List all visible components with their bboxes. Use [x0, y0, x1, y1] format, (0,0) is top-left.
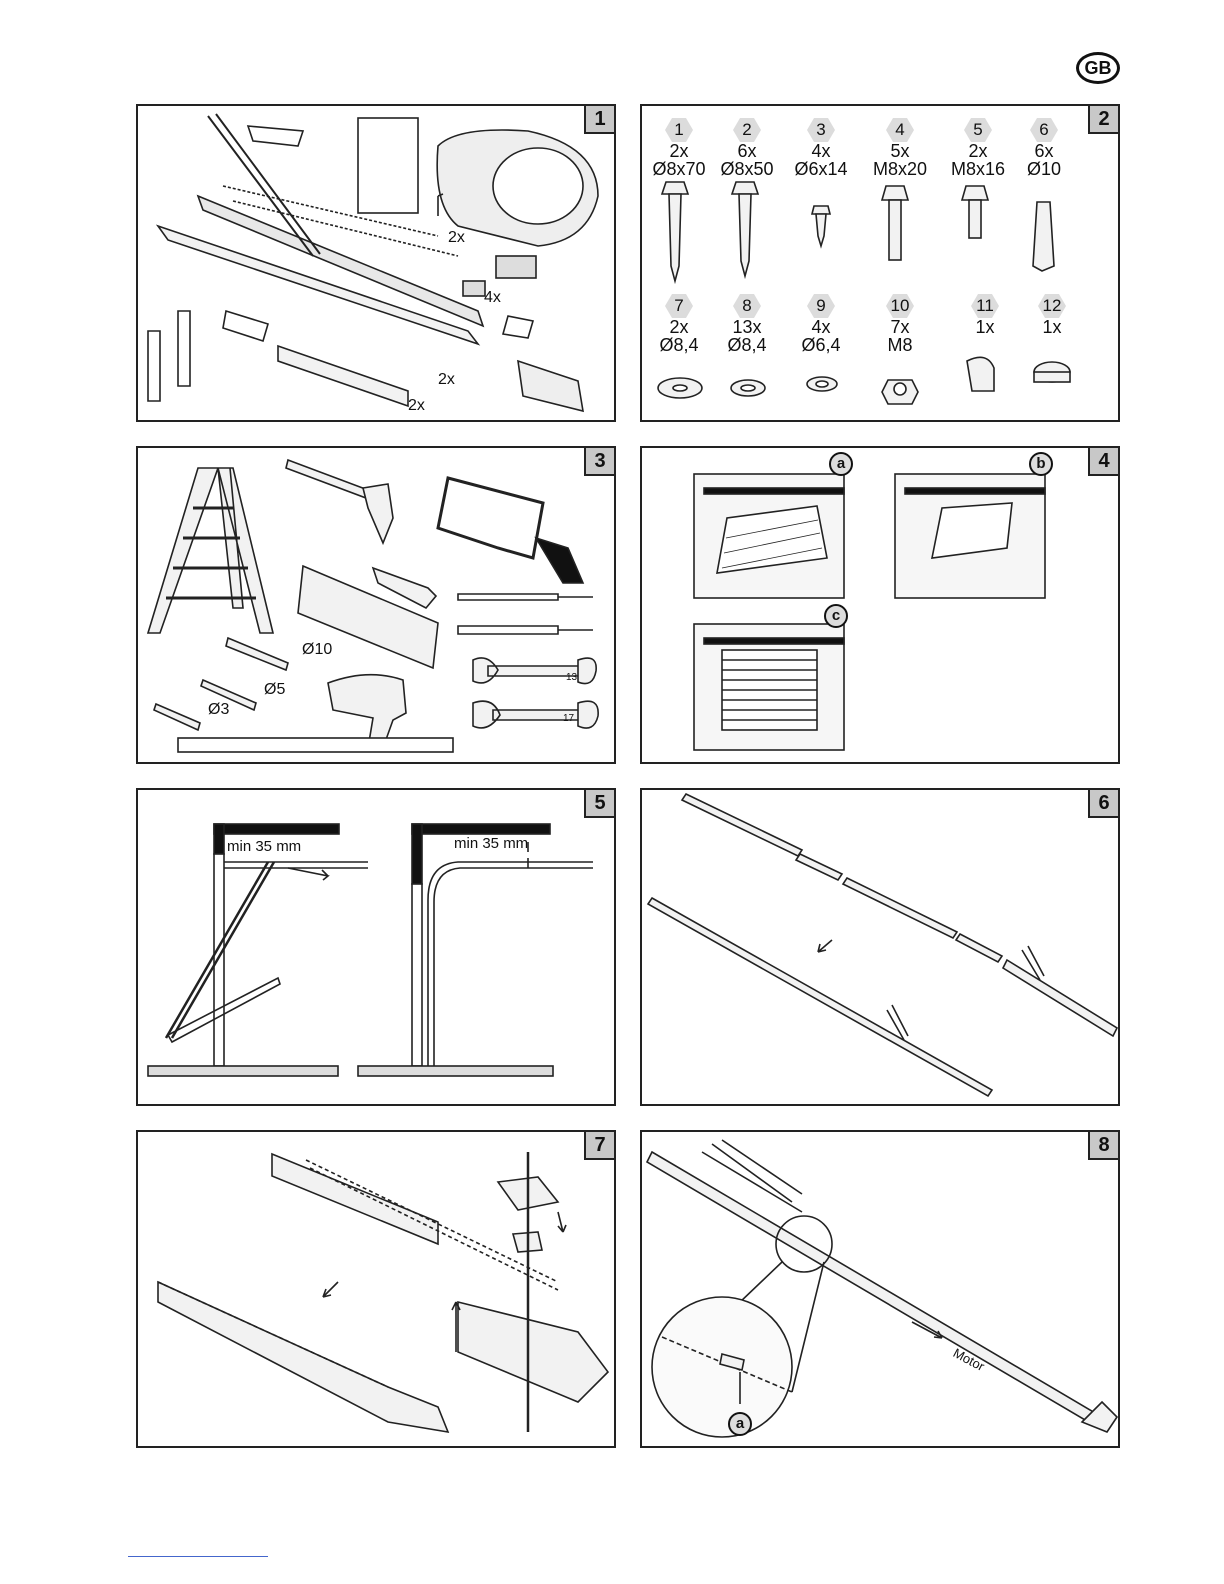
item-number: 11	[971, 294, 999, 318]
item-number: 8	[733, 294, 761, 318]
item-size: Ø8x50	[707, 160, 787, 178]
item-qty: 7x	[860, 318, 940, 336]
drill-size-label: Ø3	[208, 702, 229, 718]
clearance-label: min 35 mm	[227, 839, 301, 855]
item-qty: 5x	[860, 142, 940, 160]
item-number: 5	[964, 118, 992, 142]
door-types-illustration	[642, 448, 1120, 764]
qty-label: 2x	[438, 372, 455, 388]
item-qty: 1x	[1012, 318, 1092, 336]
item-qty: 4x	[781, 318, 861, 336]
drill-size-label: Ø5	[264, 682, 285, 698]
chain-detail-illustration	[642, 1132, 1120, 1448]
panel-5-clearance: 5 min 35 mm min 35 mm	[136, 788, 616, 1106]
language-badge: GB	[1076, 52, 1120, 84]
footer-link[interactable]	[128, 1556, 268, 1557]
hardware-item: 8 13x Ø8,4	[707, 294, 787, 354]
hardware-item: 2 6x Ø8x50	[707, 118, 787, 178]
item-qty: 6x	[1004, 142, 1084, 160]
panel-8-chain-detail: 8 a Motor	[640, 1130, 1120, 1448]
item-size: Ø8,4	[707, 336, 787, 354]
hardware-item: 3 4x Ø6x14	[781, 118, 861, 178]
item-number: 6	[1030, 118, 1058, 142]
item-number: 7	[665, 294, 693, 318]
clearance-illustration	[138, 790, 616, 1106]
qty-label: 2x	[448, 230, 465, 246]
item-number: 10	[886, 294, 914, 318]
variant-label: b	[1029, 452, 1053, 476]
panel-6-rail-assembly: 6	[640, 788, 1120, 1106]
variant-label: a	[829, 452, 853, 476]
qty-label: 2x	[408, 398, 425, 414]
item-number: 9	[807, 294, 835, 318]
item-size: Ø6x14	[781, 160, 861, 178]
chain-assembly-illustration	[138, 1132, 616, 1448]
hardware-item: 10 7x M8	[860, 294, 940, 354]
item-number: 12	[1038, 294, 1066, 318]
item-qty: 4x	[781, 142, 861, 160]
drill-size-label: Ø10	[302, 642, 332, 658]
hardware-item: 4 5x M8x20	[860, 118, 940, 178]
clearance-label: min 35 mm	[454, 836, 528, 852]
item-number: 1	[665, 118, 693, 142]
item-number: 2	[733, 118, 761, 142]
wrench-size-label: 13	[566, 670, 577, 686]
panel-3-tools: 3 Ø10 Ø5 Ø3 13 17	[136, 446, 616, 764]
wrench-size-label: 17	[563, 711, 574, 727]
item-size: M8x20	[860, 160, 940, 178]
hardware-item: 12 1x	[1012, 294, 1092, 336]
hardware-item: 6 6x Ø10	[1004, 118, 1084, 178]
item-size: M8	[860, 336, 940, 354]
item-size: Ø10	[1004, 160, 1084, 178]
hardware-item: 9 4x Ø6,4	[781, 294, 861, 354]
variant-label: c	[824, 604, 848, 628]
detail-label: a	[728, 1412, 752, 1436]
panel-7-chain-assembly: 7	[136, 1130, 616, 1448]
panel-1-parts: 1 2x 4x 2x 2x	[136, 104, 616, 422]
panel-2-hardware: 2 1 2x Ø8x70 2 6x Ø8x50 3 4x Ø6x14 4 5x …	[640, 104, 1120, 422]
item-size: Ø6,4	[781, 336, 861, 354]
qty-label: 4x	[484, 290, 501, 306]
item-number: 3	[807, 118, 835, 142]
parts-illustration	[138, 106, 616, 422]
item-qty: 6x	[707, 142, 787, 160]
rail-illustration	[642, 790, 1120, 1106]
item-number: 4	[886, 118, 914, 142]
item-qty: 13x	[707, 318, 787, 336]
panel-4-door-types: 4 a b c	[640, 446, 1120, 764]
